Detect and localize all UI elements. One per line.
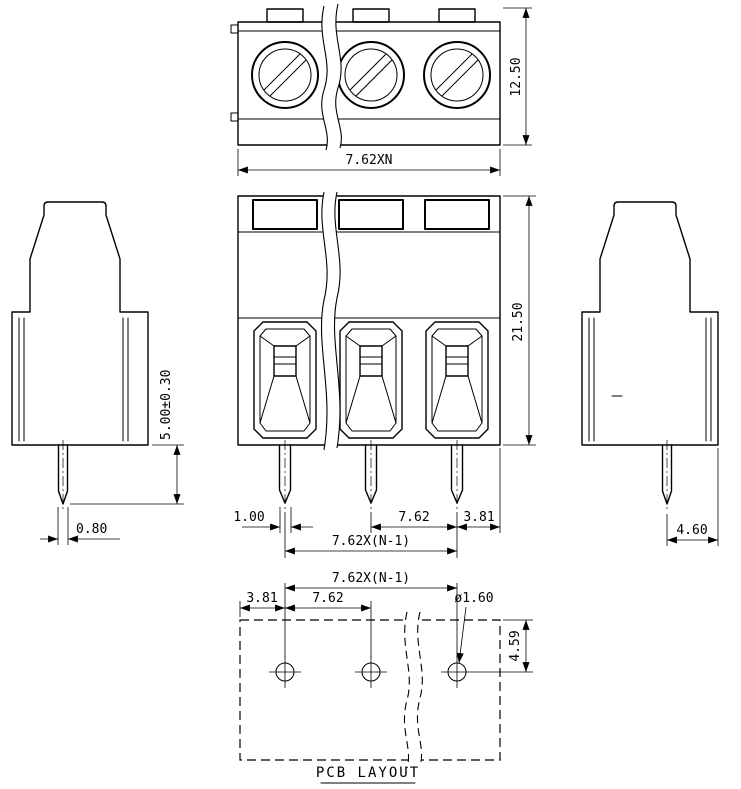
side-rib xyxy=(230,112,239,122)
dim-pcb-edge-offset: 3.81 xyxy=(246,591,277,606)
terminal-screw xyxy=(445,345,469,377)
screw-head-outline xyxy=(423,41,491,109)
dim-pcb-hole-span: 7.62X(N-1) xyxy=(332,571,410,586)
wire-opening xyxy=(338,199,404,230)
dim-pcb-hole-diameter: ø1.60 xyxy=(454,591,493,606)
break-lines-top xyxy=(321,3,342,151)
pcb-layout-label: PCB LAYOUT xyxy=(316,765,420,781)
top-view-screws xyxy=(251,41,491,109)
screw-slot xyxy=(355,59,393,97)
pcb-hole-3 xyxy=(441,656,473,688)
dim-front-pitch: 7.62 xyxy=(398,510,429,525)
latch-tab xyxy=(266,8,304,23)
leader-line xyxy=(456,606,467,664)
dim-top-height: 12.50 xyxy=(509,57,524,96)
pcb-dimensions: 7.62X(N-1) 3.81 7.62 ø1.60 4.59 xyxy=(239,571,533,673)
latch-tab xyxy=(352,8,390,23)
dim-side-pin-to-edge: 4.60 xyxy=(676,523,707,538)
dim-top-pitch-total: 7.62XN xyxy=(346,153,393,168)
pcb-board-outline xyxy=(239,619,501,761)
terminal-screw xyxy=(273,345,297,377)
pcb-layout-view: 7.62X(N-1) 3.81 7.62 ø1.60 4.59 PCB LAYO… xyxy=(239,571,533,784)
break-lines-pcb xyxy=(403,611,423,769)
side-view-right: 4.60 xyxy=(581,201,719,546)
terminal-cell-1 xyxy=(253,321,317,439)
dim-front-height: 21.50 xyxy=(511,302,526,341)
terminal-cell-2 xyxy=(339,321,403,439)
housing-outline-side-right xyxy=(581,201,719,446)
housing-outline-top xyxy=(237,21,501,146)
dim-pin-length: 5.00±0.30 xyxy=(159,370,174,440)
side-left-dimensions: 5.00±0.30 0.80 xyxy=(40,370,184,545)
terminal-cell-3 xyxy=(425,321,489,439)
dim-front-pin-span: 7.62X(N-1) xyxy=(332,534,410,549)
top-view: 12.50 7.62XN xyxy=(230,3,532,176)
pcb-hole-1 xyxy=(269,656,301,688)
terminal-screw xyxy=(359,345,383,377)
housing-outline-front xyxy=(237,195,501,446)
front-view-dimensions: 21.50 1.00 7.62 3.81 7.62X(N-1) xyxy=(233,195,536,558)
screw-head-outline xyxy=(251,41,319,109)
side-right-dimensions: 4.60 xyxy=(666,448,719,546)
screw-slot xyxy=(441,59,479,97)
dim-front-edge-offset: 3.81 xyxy=(463,510,494,525)
dim-front-pin-width: 1.00 xyxy=(233,510,264,525)
latch-tab xyxy=(438,8,476,23)
wire-opening xyxy=(424,199,490,230)
pcb-hole-2 xyxy=(355,656,387,688)
dim-pcb-pitch: 7.62 xyxy=(312,591,343,606)
wire-opening xyxy=(252,199,318,230)
side-view-left: 5.00±0.30 0.80 xyxy=(11,201,184,545)
dim-pcb-vertical-offset: 4.59 xyxy=(508,630,523,661)
side-rib xyxy=(230,24,239,34)
top-view-dimensions: 12.50 7.62XN xyxy=(237,7,532,176)
top-view-body xyxy=(230,8,501,146)
break-lines-front xyxy=(320,191,341,451)
front-view: 21.50 1.00 7.62 3.81 7.62X(N-1) xyxy=(233,191,536,558)
housing-outline-side-left xyxy=(11,201,149,446)
screw-head-outline xyxy=(337,41,405,109)
screw-slot xyxy=(269,59,307,97)
dim-pin-width-side: 0.80 xyxy=(76,522,107,537)
